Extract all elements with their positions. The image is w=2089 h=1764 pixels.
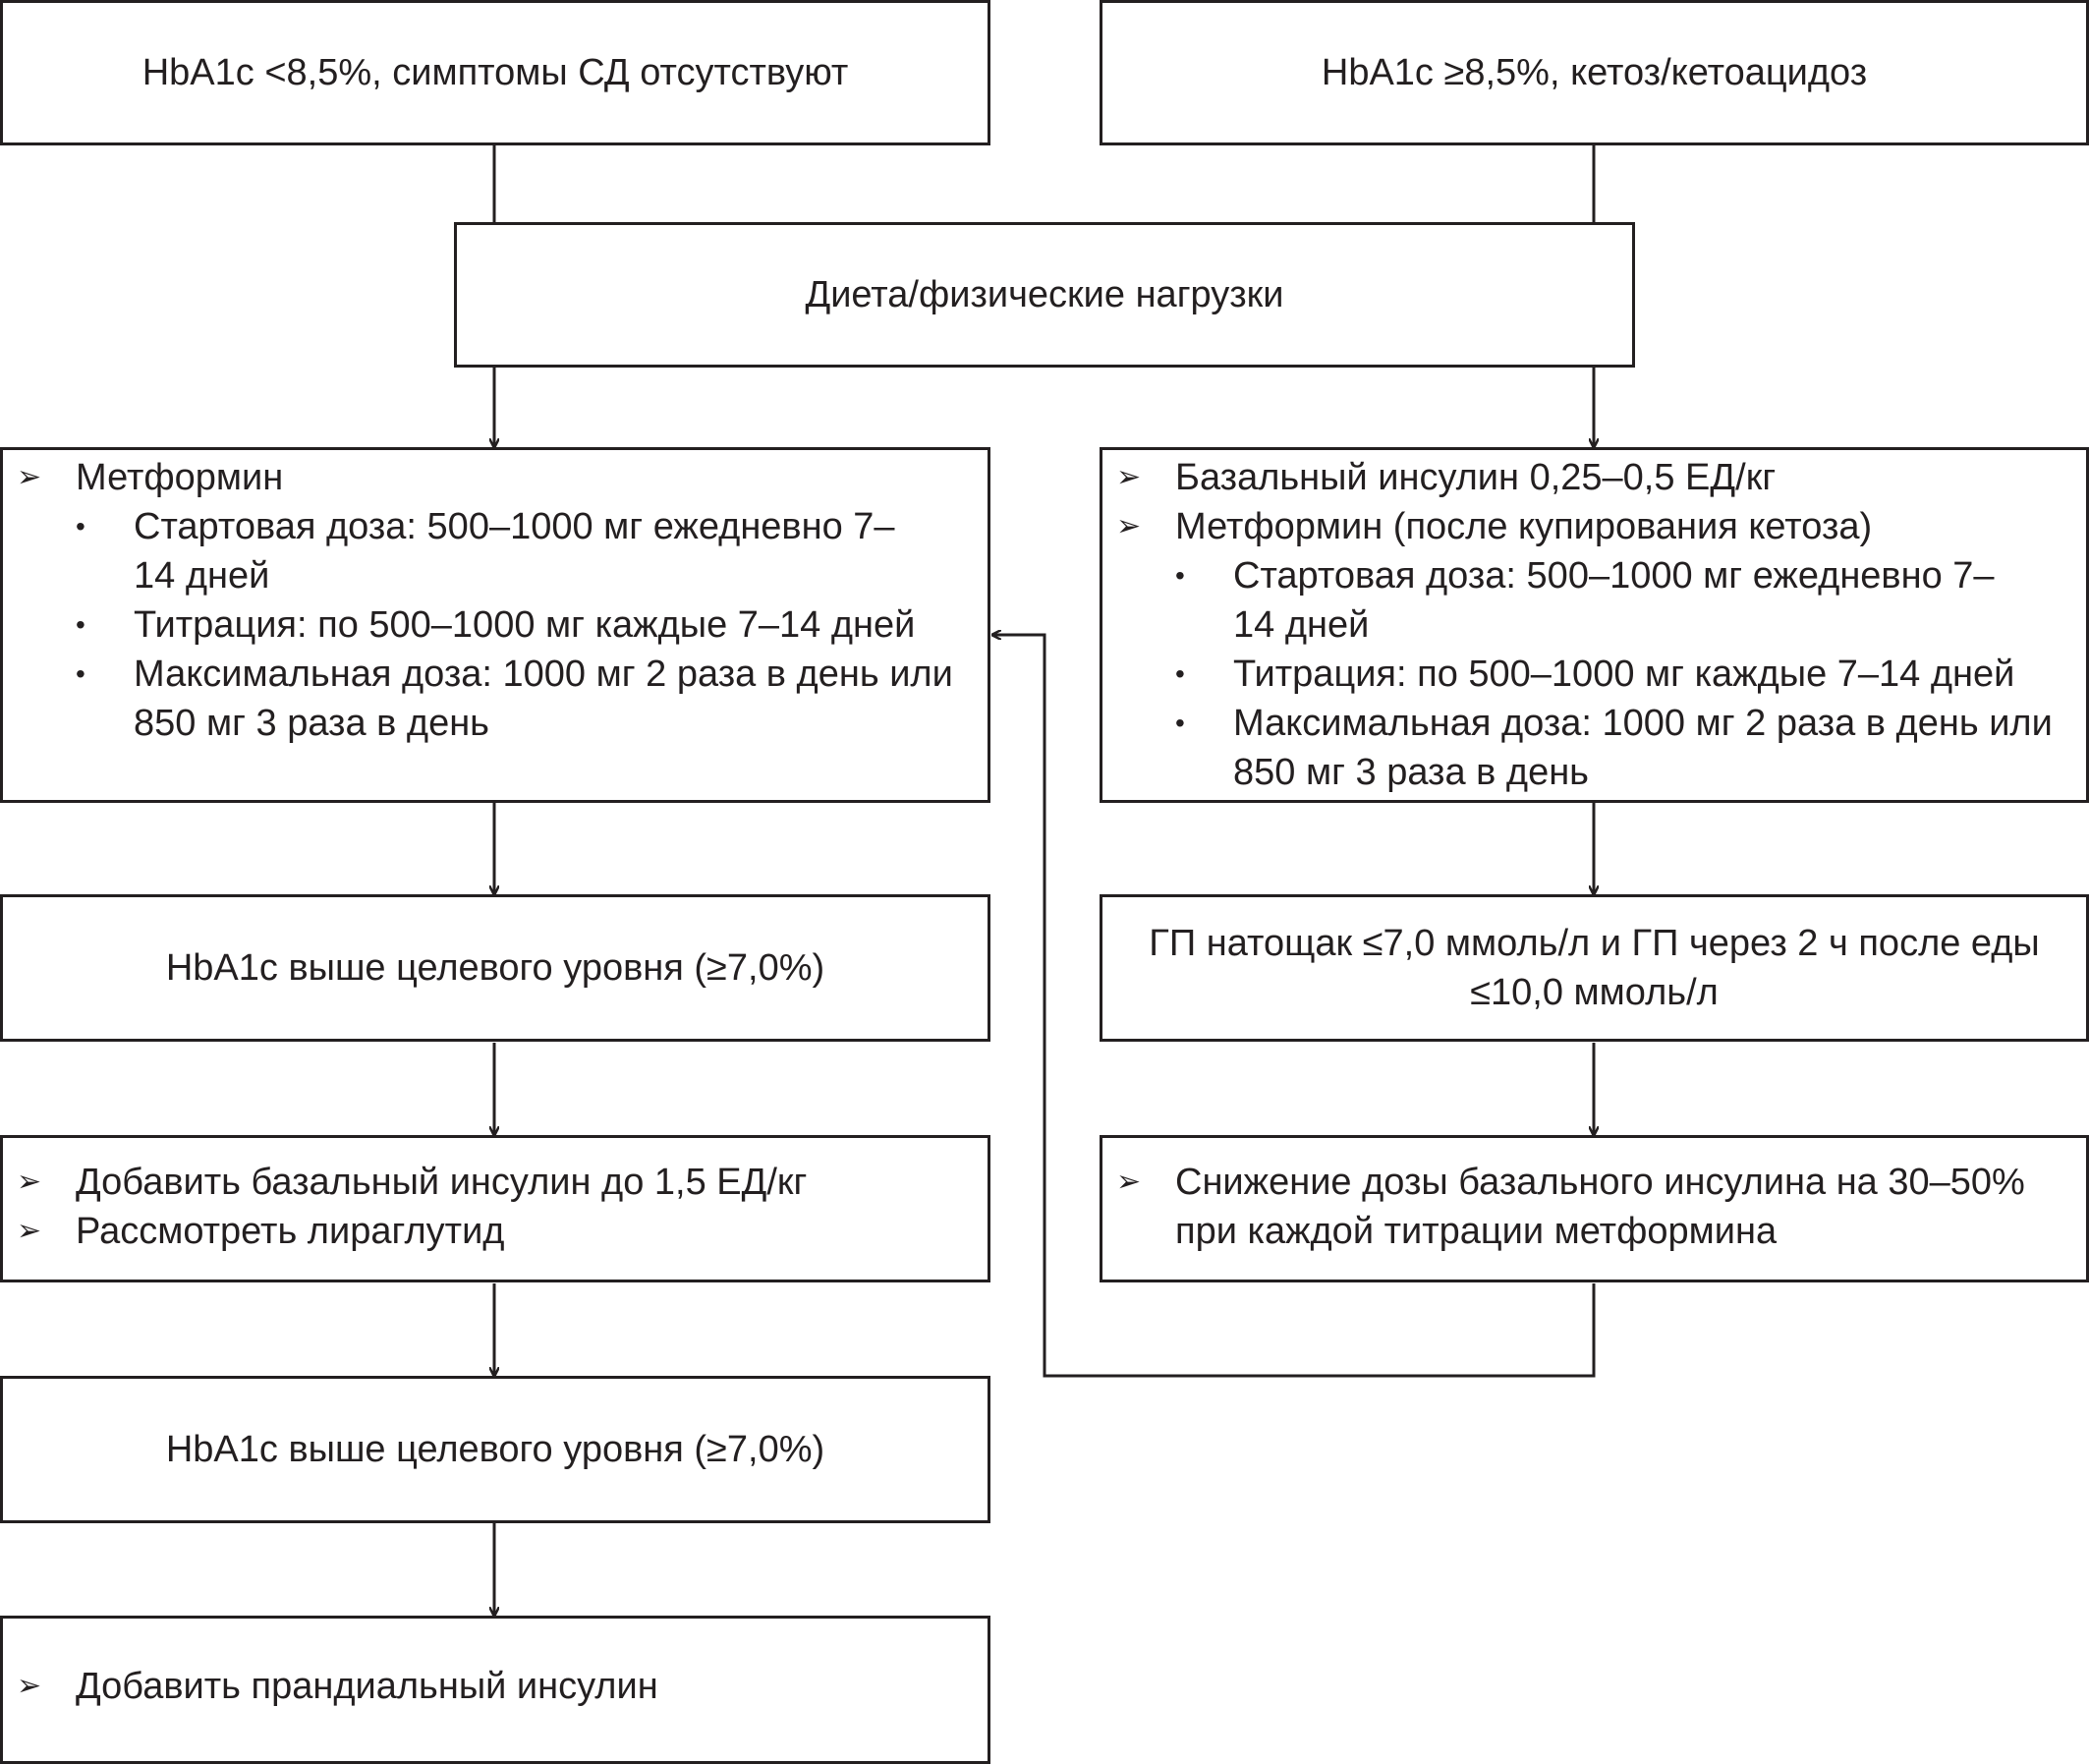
arrowhead-bullet-icon: ➢ [1116,461,1142,493]
box-hba1c-below-threshold: HbA1c <8,5%, симптомы СД отсутствуют [0,0,990,145]
box-basal-insulin-metformin: ➢ Базальный инсулин 0,25–0,5 ЕД/кг ➢ Мет… [1100,447,2089,803]
sub-item-text: Максимальная доза: 1000 мг 2 раза в день… [1233,703,2053,793]
sub-item: • Титрация: по 500–1000 мг каждые 7–14 д… [17,600,974,650]
box-glucose-target: ГП натощак ≤7,0 ммоль/л и ГП через 2 ч п… [1100,894,2089,1042]
dot-bullet-icon: • [1175,708,1185,738]
arrowhead-bullet-icon: ➢ [17,461,42,493]
list-item: ➢ Рассмотреть лираглутид [17,1207,974,1256]
box-metformin: ➢ Метформин • Стартовая доза: 500–1000 м… [0,447,990,803]
list-item: ➢ Снижение дозы базального инсулина на 3… [1116,1158,2072,1256]
box-hba1c-above-target-2: HbA1c выше целевого уровня (≥7,0%) [0,1376,990,1523]
box-text: HbA1c выше целевого уровня (≥7,0%) [165,1429,825,1470]
dot-bullet-icon: • [76,511,85,541]
sub-item-text: Стартовая доза: 500–1000 мг ежедневно 7–… [1233,555,1995,646]
arrowhead-bullet-icon: ➢ [17,1670,42,1702]
dot-bullet-icon: • [1175,658,1185,689]
sub-item-text: Титрация: по 500–1000 мг каждые 7–14 дне… [134,604,916,646]
list-item-text: Метформин [76,457,284,498]
sub-item: • Титрация: по 500–1000 мг каждые 7–14 д… [1116,650,2072,699]
sub-item: • Стартовая доза: 500–1000 мг ежедневно … [1116,551,2072,650]
list-item: ➢ Метформин (после купирования кетоза) [1116,502,2072,551]
box-hba1c-ketosis: HbA1c ≥8,5%, кетоз/кетоацидоз [1100,0,2089,145]
list-item-text: Добавить базальный инсулин до 1,5 ЕД/кг [76,1162,808,1203]
box-add-prandial-insulin: ➢ Добавить прандиальный инсулин [0,1616,990,1764]
list-item: ➢ Добавить базальный инсулин до 1,5 ЕД/к… [17,1158,974,1207]
box-diet-exercise: Диета/физические нагрузки [454,222,1635,368]
box-text: HbA1c <8,5%, симптомы СД отсутствуют [141,52,849,93]
dot-bullet-icon: • [1175,560,1185,591]
list-item-text: Базальный инсулин 0,25–0,5 ЕД/кг [1175,457,1777,498]
box-text: ГП натощак ≤7,0 ммоль/л и ГП через 2 ч п… [1149,923,2040,1013]
sub-item: • Стартовая доза: 500–1000 мг ежедневно … [17,502,974,600]
sub-item-text: Стартовая доза: 500–1000 мг ежедневно 7–… [134,506,895,597]
list-item-text: Добавить прандиальный инсулин [76,1666,658,1707]
list-item-text: Снижение дозы базального инсулина на 30–… [1175,1162,2025,1252]
list-item-text: Метформин (после купирования кетоза) [1175,506,1873,547]
box-text: Диета/физические нагрузки [805,274,1284,315]
dot-bullet-icon: • [76,658,85,689]
arrowhead-bullet-icon: ➢ [17,1215,42,1247]
sub-item-text: Максимальная доза: 1000 мг 2 раза в день… [134,654,953,744]
list-item: ➢ Добавить прандиальный инсулин [17,1662,974,1711]
arrow-feedback-to-metformin [992,635,1596,1378]
arrowhead-bullet-icon: ➢ [17,1166,42,1198]
list-item: ➢ Базальный инсулин 0,25–0,5 ЕД/кг [1116,453,2072,502]
arrowhead-bullet-icon: ➢ [1116,510,1142,542]
box-text: HbA1c ≥8,5%, кетоз/кетоацидоз [1321,52,1868,93]
list-item: ➢ Метформин [17,453,974,502]
box-hba1c-above-target-1: HbA1c выше целевого уровня (≥7,0%) [0,894,990,1042]
box-text: HbA1c выше целевого уровня (≥7,0%) [165,947,825,989]
sub-item-text: Титрация: по 500–1000 мг каждые 7–14 дне… [1233,654,2015,695]
box-reduce-basal-dose: ➢ Снижение дозы базального инсулина на 3… [1100,1135,2089,1282]
list-item-text: Рассмотреть лираглутид [76,1211,505,1252]
arrowhead-bullet-icon: ➢ [1116,1166,1142,1198]
sub-item: • Максимальная доза: 1000 мг 2 раза в де… [1116,699,2072,797]
box-add-basal-insulin: ➢ Добавить базальный инсулин до 1,5 ЕД/к… [0,1135,990,1282]
sub-item: • Максимальная доза: 1000 мг 2 раза в де… [17,650,974,748]
dot-bullet-icon: • [76,609,85,640]
